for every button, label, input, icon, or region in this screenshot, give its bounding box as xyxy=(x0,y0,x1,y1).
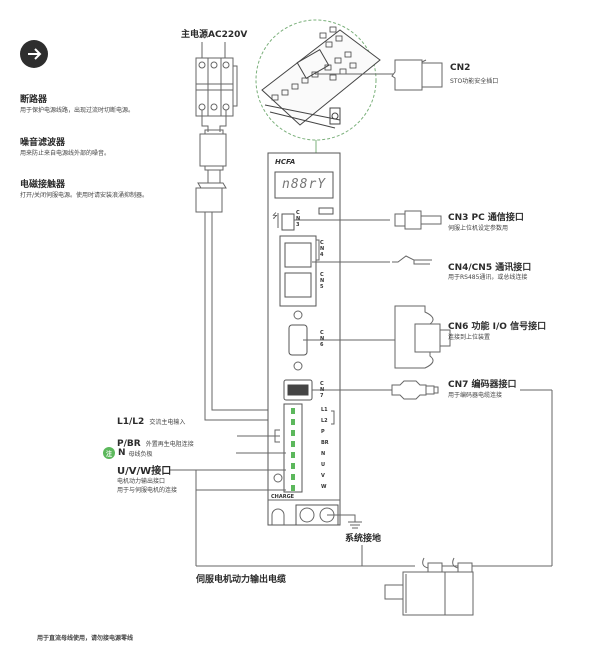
uvw-desc1: 电机动力输出接口 xyxy=(117,478,166,485)
cn6-desc: 连接到上位装置 xyxy=(448,334,491,341)
power-label: 主电源AC220V xyxy=(181,30,248,40)
breaker-icon xyxy=(195,57,238,117)
contactor-desc: 打开/关闭伺服电源。使用时请安装浪涌抑制器。 xyxy=(20,192,149,199)
cn2-plug-icon xyxy=(391,59,443,91)
l1l2-desc: 交流主电输入 xyxy=(149,419,186,426)
cn3-cable-icon xyxy=(394,210,442,230)
cn6-connector-icon xyxy=(394,305,451,369)
pbr-label: P/BR 外置再生电阻连接 xyxy=(117,431,194,450)
uvw-title: U/V/W接口 xyxy=(117,466,172,477)
terminal-label-p: P xyxy=(321,429,325,435)
next-button[interactable] xyxy=(20,40,48,68)
port-label-cn4: CN4 xyxy=(320,240,325,258)
charge-label: CHARGE xyxy=(271,494,295,500)
terminal-label-l2: L2 xyxy=(321,418,328,424)
l1l2-title: L1/L2 xyxy=(117,417,145,427)
servo-motor-icon xyxy=(384,557,474,616)
n-desc: 母线负极 xyxy=(128,450,153,458)
terminal-label-u: U xyxy=(321,462,326,468)
uvw-desc2: 用于与伺服电机的连接 xyxy=(117,487,178,494)
usb-icon: ⭍ xyxy=(272,212,278,220)
cn3-title: CN3 PC 通信接口 xyxy=(448,213,524,223)
l1l2-label: L1/L2 交流主电输入 xyxy=(117,409,185,428)
cn45-title: CN4/CN5 通讯接口 xyxy=(448,263,532,273)
breaker-title: 断路器 xyxy=(20,95,48,105)
port-label-cn3: CN3 xyxy=(296,210,301,228)
footer-note: 用于直流母线使用，请勿接电源零线 xyxy=(37,635,134,642)
filter-desc: 用来防止来自电源线外部的噪音。 xyxy=(20,150,111,157)
contactor-title: 电磁接触器 xyxy=(20,180,66,190)
cn2-desc: STO功能安全插口 xyxy=(450,78,499,85)
n-label: 注 N 母线负极 xyxy=(103,447,153,459)
cn6-title: CN6 功能 I/O 信号接口 xyxy=(448,322,547,332)
contactor-icon xyxy=(195,182,227,213)
drive-brand-logo: HCFA xyxy=(275,158,296,166)
note-badge: 注 xyxy=(103,447,115,459)
cable-label: 伺服电机动力输出电缆 xyxy=(196,575,287,585)
n-title: N xyxy=(118,448,126,458)
breaker-desc: 用于保护电源线路，出现过流时切断电源。 xyxy=(20,107,135,114)
pbr-desc: 外置再生电阻连接 xyxy=(145,441,194,448)
zoom-detail xyxy=(261,26,381,129)
cn45-desc: 用于RS485通讯，或总线连接 xyxy=(448,274,528,281)
terminal-label-w: W xyxy=(321,484,327,490)
ground-label: 系统接地 xyxy=(345,534,382,544)
terminal-label-l1: L1 xyxy=(321,407,328,413)
cn45-cable-icon xyxy=(392,255,432,265)
drive-display: n88rY xyxy=(282,177,327,192)
filter-title: 噪音滤波器 xyxy=(20,138,66,148)
cn7-desc: 用于编码器电缆连接 xyxy=(448,392,503,399)
port-label-cn7: CN7 xyxy=(320,381,325,399)
terminal-label-br: BR xyxy=(321,440,329,446)
port-label-cn5: CN5 xyxy=(320,272,325,290)
terminal-markers xyxy=(291,408,295,491)
cn3-desc: 伺服上位机设定参数用 xyxy=(448,225,509,232)
servo-drive xyxy=(267,152,341,526)
terminal-label-v: V xyxy=(321,473,325,479)
terminal-label-n: N xyxy=(321,451,326,457)
port-label-cn6: CN6 xyxy=(320,330,325,348)
cn2-title: CN2 xyxy=(450,63,471,73)
cn7-title: CN7 编码器接口 xyxy=(448,380,517,390)
pbr-title: P/BR xyxy=(117,439,141,449)
arrow-right-icon xyxy=(28,48,42,60)
noise-filter-icon xyxy=(199,129,227,171)
cn7-connector-icon xyxy=(391,380,439,400)
